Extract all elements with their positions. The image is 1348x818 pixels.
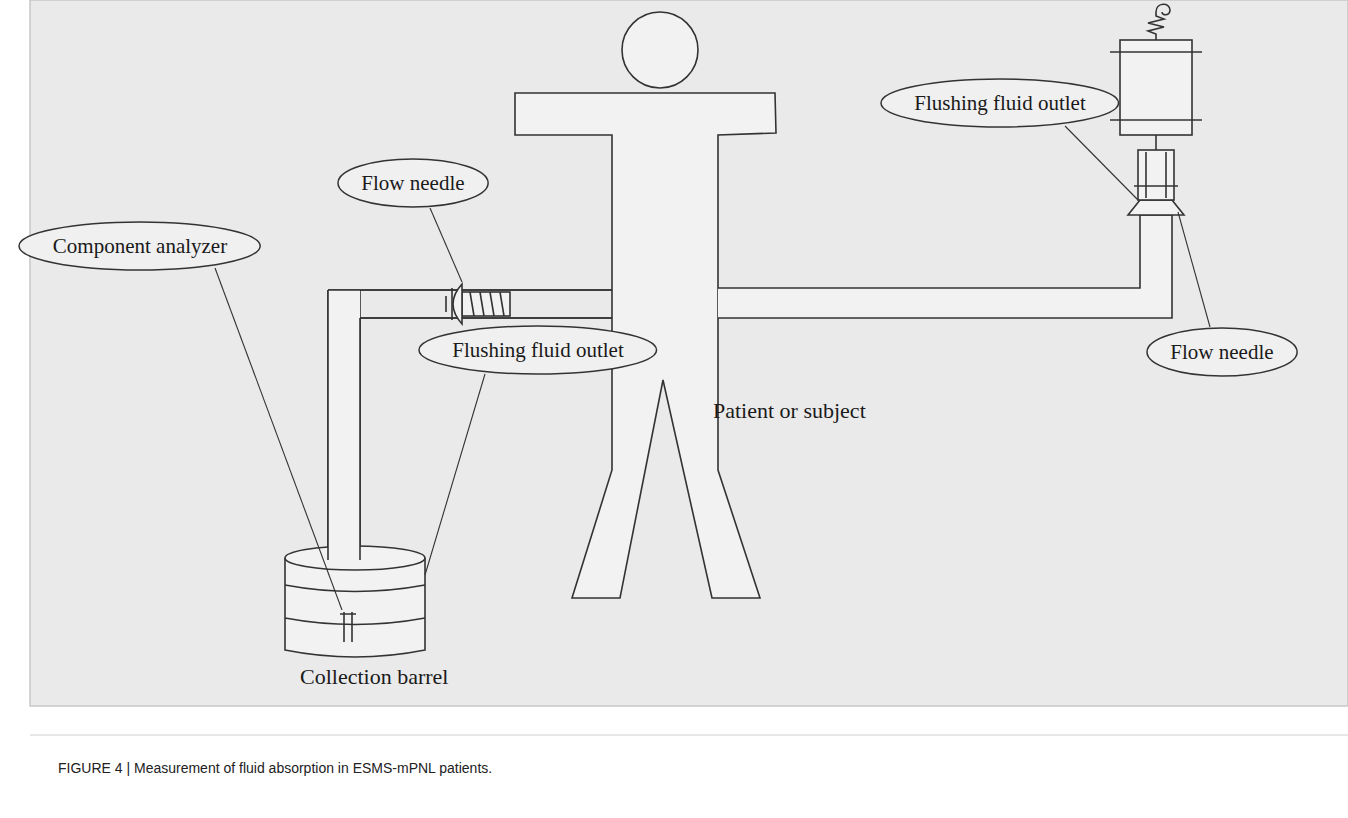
- figure-label: Collection barrel: [300, 664, 448, 690]
- label-ellipse: Flushing fluid outlet: [418, 325, 658, 375]
- part-name: Flow needle: [361, 171, 464, 196]
- part-name: Component analyzer: [53, 234, 227, 259]
- figure-label: Patient or subject: [713, 398, 866, 424]
- part-name: Flow needle: [1170, 340, 1273, 365]
- label-ellipse: Flushing fluid outlet: [880, 78, 1120, 128]
- label-ellipse: Component analyzer: [18, 221, 261, 271]
- label-ellipse: Flow needle: [337, 158, 489, 208]
- part-name: Flushing fluid outlet: [914, 91, 1086, 116]
- label-ellipse: Flow needle: [1146, 327, 1298, 377]
- figure-caption: FIGURE 4 | Measurement of fluid absorpti…: [58, 760, 492, 776]
- part-name: Flushing fluid outlet: [452, 338, 624, 363]
